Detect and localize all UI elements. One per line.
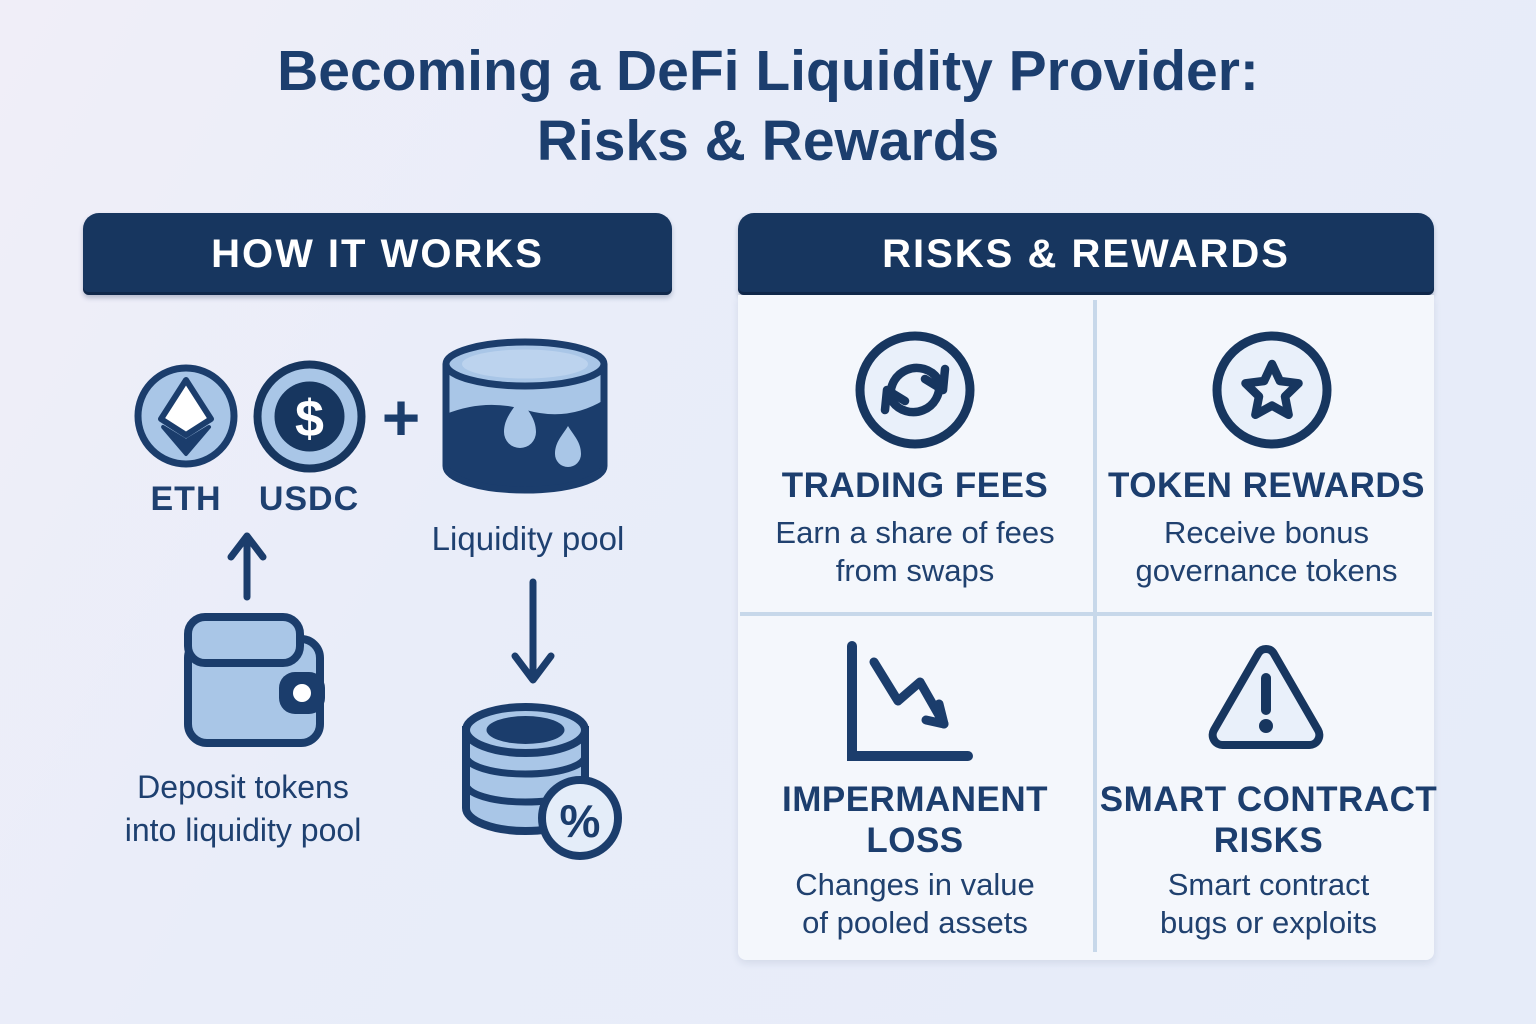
quadrant-impermanent-loss-desc: Changes in value of pooled assets [795, 867, 1035, 940]
plus-sign: + [381, 380, 421, 454]
quadrant-trading-fees-desc: Earn a share of fees from swaps [775, 515, 1055, 588]
star-badge-icon [1212, 331, 1332, 449]
how-it-works-header: HOW IT WORKS [83, 213, 672, 295]
up-arrow-icon [227, 532, 267, 601]
vertical-divider [1093, 300, 1097, 952]
quadrant-trading-fees-title: TRADING FEES [781, 466, 1049, 505]
droplet-icon [504, 398, 536, 448]
eth-label: ETH [150, 480, 222, 518]
quadrant-smart-contract-desc: Smart contract bugs or exploits [1159, 867, 1378, 940]
wallet-icon [184, 613, 325, 747]
down-arrow-icon [511, 578, 555, 684]
warning-triangle-icon [1208, 645, 1324, 749]
page-title: Becoming a DeFi Liquidity Provider: Risk… [0, 36, 1536, 176]
cycle-arrows-icon [855, 331, 975, 449]
coin-stack-percent-icon: % [462, 703, 622, 860]
deposit-caption-line1: Deposit tokens [137, 769, 349, 805]
eth-coin-icon [134, 364, 238, 468]
percent-badge: % [538, 776, 622, 860]
deposit-caption: Deposit tokens into liquidity pool [73, 766, 413, 852]
quadrant-smart-contract-title: SMART CONTRACT RISKS [1099, 780, 1438, 860]
quadrant-impermanent-loss-title: IMPERMANENT LOSS [781, 780, 1049, 860]
liquidity-pool-icon [442, 338, 608, 494]
usdc-coin-icon: $ [253, 360, 366, 473]
deposit-caption-line2: into liquidity pool [124, 812, 362, 848]
usdc-label: USDC [258, 480, 360, 518]
horizontal-divider [740, 612, 1432, 616]
risks-rewards-header: RISKS & REWARDS [738, 213, 1434, 295]
quadrant-token-rewards-desc: Receive bonus governance tokens [1135, 515, 1398, 588]
percent-glyph: % [560, 795, 601, 847]
risks-rewards-header-label: RISKS & REWARDS [882, 231, 1290, 276]
declining-chart-icon [847, 641, 973, 761]
usdc-dollar-glyph: $ [295, 390, 324, 448]
how-it-works-header-label: HOW IT WORKS [211, 231, 544, 276]
page-title-line2: Risks & Rewards [536, 109, 1000, 173]
quadrant-token-rewards-title: TOKEN REWARDS [1108, 466, 1425, 505]
page-title-line1: Becoming a DeFi Liquidity Provider: [277, 39, 1259, 103]
pool-label: Liquidity pool [431, 520, 625, 557]
droplet-icon [555, 426, 581, 467]
